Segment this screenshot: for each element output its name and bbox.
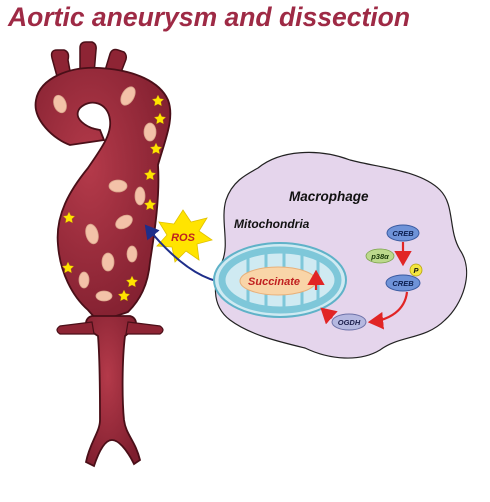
creb-bottom-node — [385, 274, 421, 292]
plaque — [78, 271, 90, 289]
p38a-label: p38α — [370, 252, 389, 261]
star-icon — [143, 198, 157, 211]
plaque — [108, 179, 128, 193]
ogdh-label: OGDH — [338, 318, 361, 327]
renal-branch-right — [125, 321, 164, 335]
plaque-group — [53, 86, 157, 302]
plaque — [143, 122, 157, 142]
mitochondrion: Succinate — [213, 242, 347, 318]
creb-bottom-label: CREB — [392, 279, 414, 288]
star-icon — [61, 261, 75, 274]
phospho-label: P — [413, 266, 419, 275]
succinate-label: Succinate — [248, 276, 300, 288]
ros-burst: ROS — [156, 209, 213, 263]
mitochondria-label: Mitochondria — [234, 217, 310, 231]
star-group — [61, 94, 167, 302]
creb-top-node — [386, 224, 420, 242]
plaque — [115, 214, 133, 230]
plaque — [126, 245, 138, 263]
star-icon — [149, 142, 163, 155]
phospho-marker — [409, 263, 423, 277]
plaque — [53, 94, 67, 114]
aortic-branch-2 — [79, 41, 97, 75]
ros-label: ROS — [171, 232, 196, 244]
ogdh-to-mitochondria-arrow — [320, 307, 338, 325]
macrophage-cell: Macrophage Mitochondria Succinate CREB p… — [213, 151, 468, 359]
plaque — [85, 223, 99, 245]
creb-to-ogdh-arrow — [367, 291, 409, 330]
star-icon — [62, 211, 76, 224]
star-icon — [153, 112, 167, 125]
star-icon — [117, 289, 131, 302]
star-icon — [125, 275, 139, 288]
plaque — [101, 252, 115, 272]
creb-top-label: CREB — [392, 229, 414, 238]
ros-star-icon — [156, 209, 213, 263]
renal-branch-left — [56, 321, 95, 335]
plaque — [134, 186, 146, 206]
macrophage-label: Macrophage — [289, 189, 369, 204]
star-icon — [151, 94, 165, 107]
plaque — [120, 86, 136, 106]
plaque — [95, 290, 113, 302]
star-icon — [143, 168, 157, 181]
aorta-illustration — [34, 41, 172, 468]
diagram-title: Aortic aneurysm and dissection — [8, 2, 411, 32]
mitochondria-inner-ring — [218, 246, 342, 314]
abdominal-aorta — [84, 315, 142, 468]
p38a-node — [365, 248, 395, 264]
